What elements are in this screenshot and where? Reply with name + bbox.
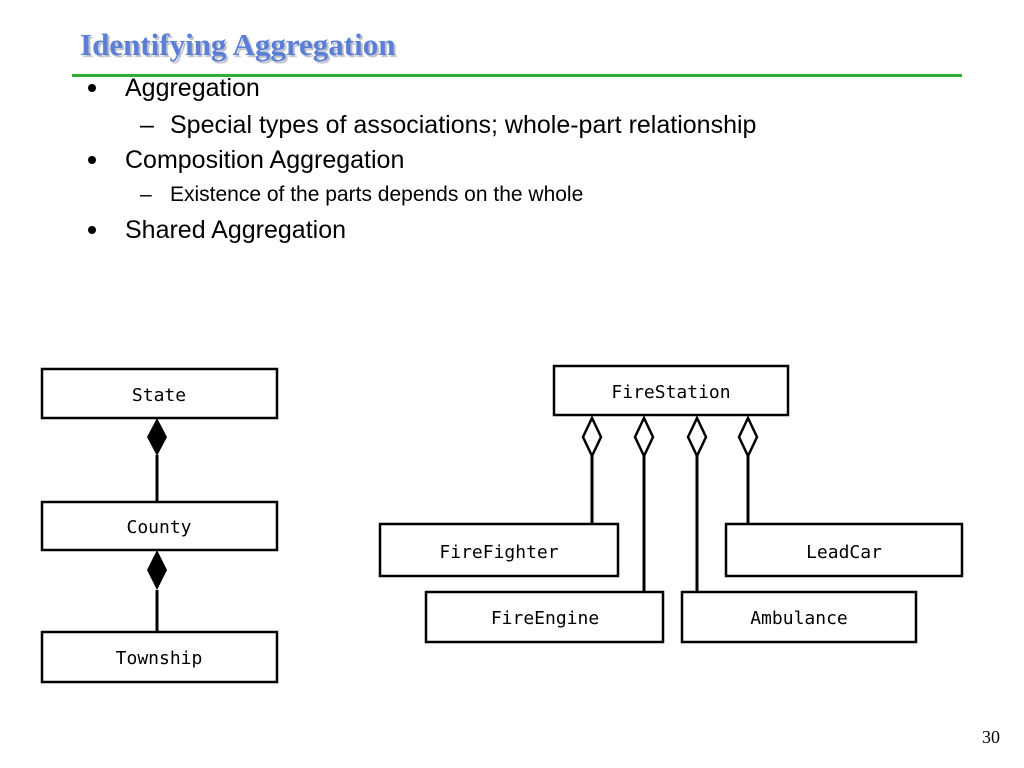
class-label-state: State xyxy=(132,385,186,406)
composition-diamond-icon xyxy=(147,418,167,456)
class-label-township: Township xyxy=(116,648,203,669)
aggregation-diamond-icon xyxy=(686,415,708,459)
class-box-state xyxy=(40,367,279,420)
aggregation-diamond-icon xyxy=(581,415,603,459)
title-underline xyxy=(72,74,962,77)
bullet-text: Aggregation xyxy=(125,74,260,102)
class-label-fireengine: FireEngine xyxy=(491,608,599,629)
class-label-firestation: FireStation xyxy=(611,382,730,403)
bullet-text: Composition Aggregation xyxy=(125,146,405,174)
class-box-leadcar xyxy=(724,522,964,578)
class-label-county: County xyxy=(126,517,191,538)
bullet-dot-icon xyxy=(88,156,96,164)
dash-icon: – xyxy=(140,111,154,139)
bullet-text: Shared Aggregation xyxy=(125,216,347,244)
sub-bullet-item: – Existence of the parts depends on the … xyxy=(140,182,584,208)
bullet-item: Shared Aggregation xyxy=(88,215,347,245)
bullet-dot-icon xyxy=(88,226,96,234)
bullet-dot-icon xyxy=(88,84,96,92)
class-box-fireengine xyxy=(424,590,665,644)
sub-bullet-item: – Special types of associations; whole-p… xyxy=(140,110,757,140)
sub-bullet-text: Special types of associations; whole-par… xyxy=(170,111,757,139)
aggregation-diamond-icon xyxy=(633,415,655,459)
bullet-item: Composition Aggregation xyxy=(88,145,405,175)
slide-title: Identifying Aggregation xyxy=(80,27,396,62)
class-box-ambulance xyxy=(680,590,918,644)
aggregation-diamond-icon xyxy=(737,415,759,459)
class-label-ambulance: Ambulance xyxy=(750,608,848,629)
bullet-item: Aggregation xyxy=(88,73,260,103)
class-label-firefighter: FireFighter xyxy=(439,542,558,563)
class-box-firestation xyxy=(552,364,790,417)
class-box-firefighter xyxy=(378,522,620,578)
class-box-township xyxy=(40,630,279,684)
sub-bullet-text: Existence of the parts depends on the wh… xyxy=(170,183,584,206)
composition-diamond-icon xyxy=(147,550,167,590)
page-number: 30 xyxy=(982,727,1000,747)
dash-icon: – xyxy=(140,183,152,206)
class-box-county xyxy=(40,500,279,552)
class-label-leadcar: LeadCar xyxy=(806,542,882,563)
